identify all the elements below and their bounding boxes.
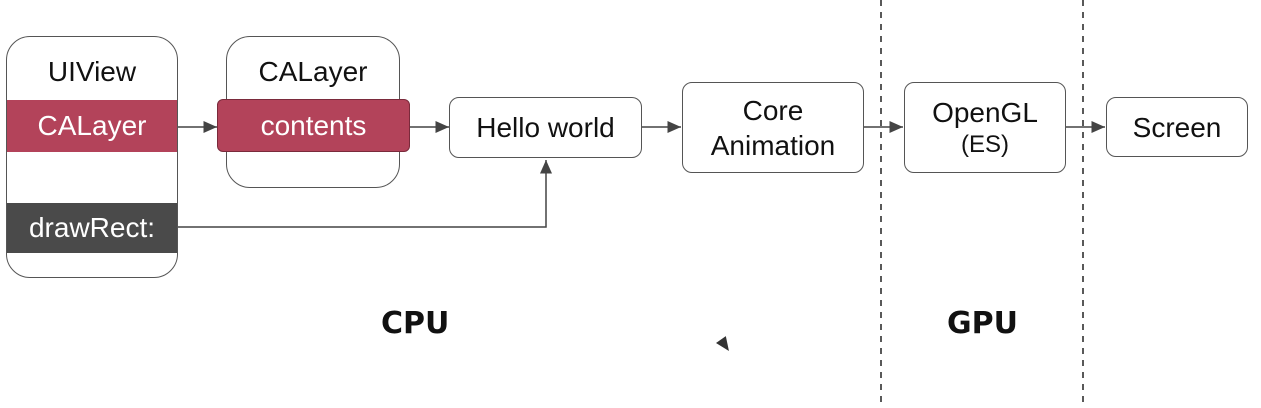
uiview-calayer-band: CALayer xyxy=(7,100,177,152)
uiview-title: UIView xyxy=(47,56,137,87)
arrow-drawrect-to-hello xyxy=(178,160,552,228)
opengl-node: OpenGL (ES) xyxy=(904,82,1066,173)
core-animation-line1: Core xyxy=(742,94,804,126)
core-animation-node: Core Animation xyxy=(682,82,864,173)
core-animation-line2: Animation xyxy=(710,129,836,161)
calayer-title: CALayer xyxy=(258,56,368,87)
calayer-contents-band: contents xyxy=(217,99,410,152)
hello-world-node: Hello world xyxy=(449,97,642,158)
opengl-line1: OpenGL xyxy=(932,97,1038,128)
screen-node: Screen xyxy=(1106,97,1248,157)
opengl-line2: (ES) xyxy=(961,131,1009,158)
uiview-drawrect-band: drawRect: xyxy=(7,203,177,253)
gpu-label: GPU xyxy=(947,306,1018,341)
cpu-label: CPU xyxy=(381,306,450,341)
